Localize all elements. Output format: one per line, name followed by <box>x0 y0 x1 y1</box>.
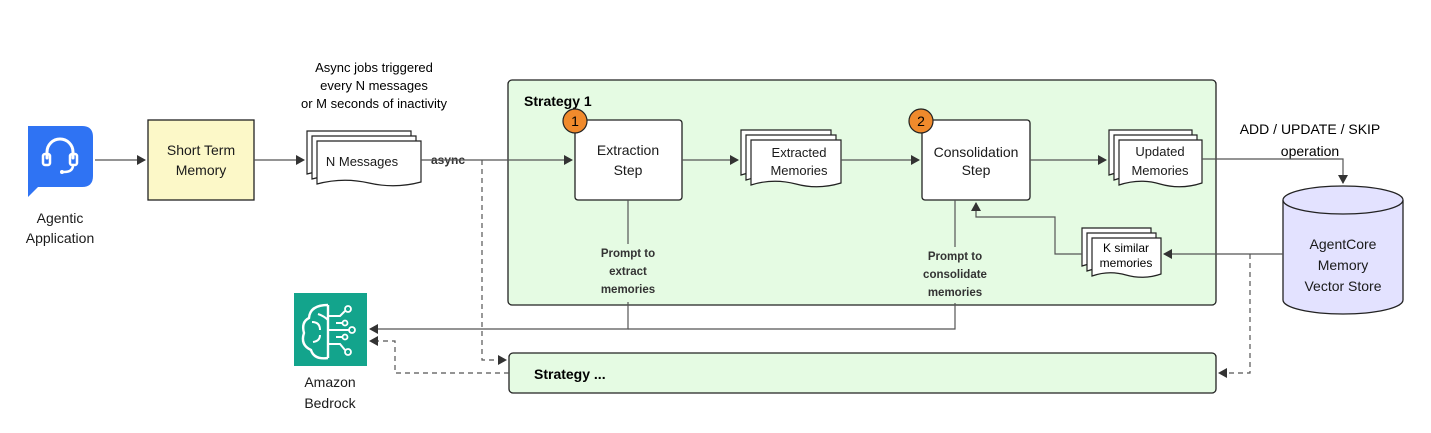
updated-memories-line2: Memories <box>1131 163 1189 178</box>
dashed-async-to-strategy-more <box>481 160 507 365</box>
app-label-line1: Agentic <box>37 210 84 226</box>
arrow-ksimilar-to-consolidation <box>971 202 1082 255</box>
vector-store-line3: Vector Store <box>1304 278 1381 294</box>
consolidation-step-line2: Step <box>962 162 991 178</box>
arrow-prompts-to-bedrock <box>369 302 629 334</box>
k-similar-doc-stack <box>1081 227 1162 278</box>
prompt-consolidate-line3: memories <box>928 287 982 299</box>
trigger-note-line2: every N messages <box>320 78 428 93</box>
dashed-store-to-strategy-more <box>1218 254 1251 378</box>
extraction-badge-number: 1 <box>571 113 579 129</box>
extraction-step-line1: Extraction <box>597 142 659 158</box>
short-term-memory-line1: Short Term <box>167 142 235 158</box>
trigger-note-line1: Async jobs triggered <box>315 60 433 75</box>
bedrock-label-line2: Bedrock <box>304 395 356 411</box>
consolidation-step-line1: Consolidation <box>934 144 1019 160</box>
consolidation-badge <box>908 108 934 134</box>
operation-label-line2: operation <box>1281 143 1339 159</box>
extracted-memories-doc-stack <box>740 129 842 188</box>
n-messages-label: N Messages <box>326 154 399 169</box>
n-messages-doc-stack <box>306 130 422 187</box>
k-similar-line2: memories <box>1100 256 1153 270</box>
line-consolidation-to-bedrock <box>628 303 956 330</box>
dashed-connectors <box>369 160 1251 378</box>
headset-icon <box>28 126 93 197</box>
short-term-memory-box <box>147 119 255 201</box>
updated-memories-doc-stack <box>1108 129 1203 188</box>
extracted-memories-line2: Memories <box>770 163 828 178</box>
consolidation-step-box <box>921 119 1031 201</box>
strategy-1-title: Strategy 1 <box>524 93 592 109</box>
extraction-step-box <box>574 119 683 201</box>
prompt-consolidate-line1: Prompt to <box>928 251 982 263</box>
bedrock-brain-icon <box>294 293 367 366</box>
short-term-memory-line2: Memory <box>176 162 227 178</box>
strategy-1-container <box>507 79 1217 306</box>
bedrock-label-line1: Amazon <box>304 374 355 390</box>
strategy-more-title: Strategy ... <box>534 366 606 382</box>
app-label-line2: Application <box>26 230 95 246</box>
prompt-consolidate-line2: consolidate <box>923 269 987 281</box>
strategy-more-container <box>508 352 1217 394</box>
consolidation-badge-number: 2 <box>917 113 925 129</box>
prompt-extract-line2: extract <box>609 266 647 278</box>
operation-label-line1: ADD / UPDATE / SKIP <box>1240 121 1381 137</box>
extracted-memories-line1: Extracted <box>772 145 827 160</box>
arrow-updated-to-store <box>1202 158 1348 184</box>
dashed-strategy-more-to-bedrock <box>369 336 509 374</box>
prompt-extract-line3: memories <box>601 284 655 296</box>
extraction-step-line2: Step <box>614 162 643 178</box>
connectors <box>95 155 1348 334</box>
vector-store-line1: AgentCore <box>1310 236 1377 252</box>
k-similar-line1: K similar <box>1103 241 1149 255</box>
vector-store-line2: Memory <box>1318 257 1369 273</box>
trigger-note-line3: or M seconds of inactivity <box>301 96 447 111</box>
updated-memories-line1: Updated <box>1135 144 1184 159</box>
vector-store-cylinder <box>1282 185 1404 315</box>
prompt-extract-line1: Prompt to <box>601 248 655 260</box>
extraction-badge <box>562 108 588 134</box>
